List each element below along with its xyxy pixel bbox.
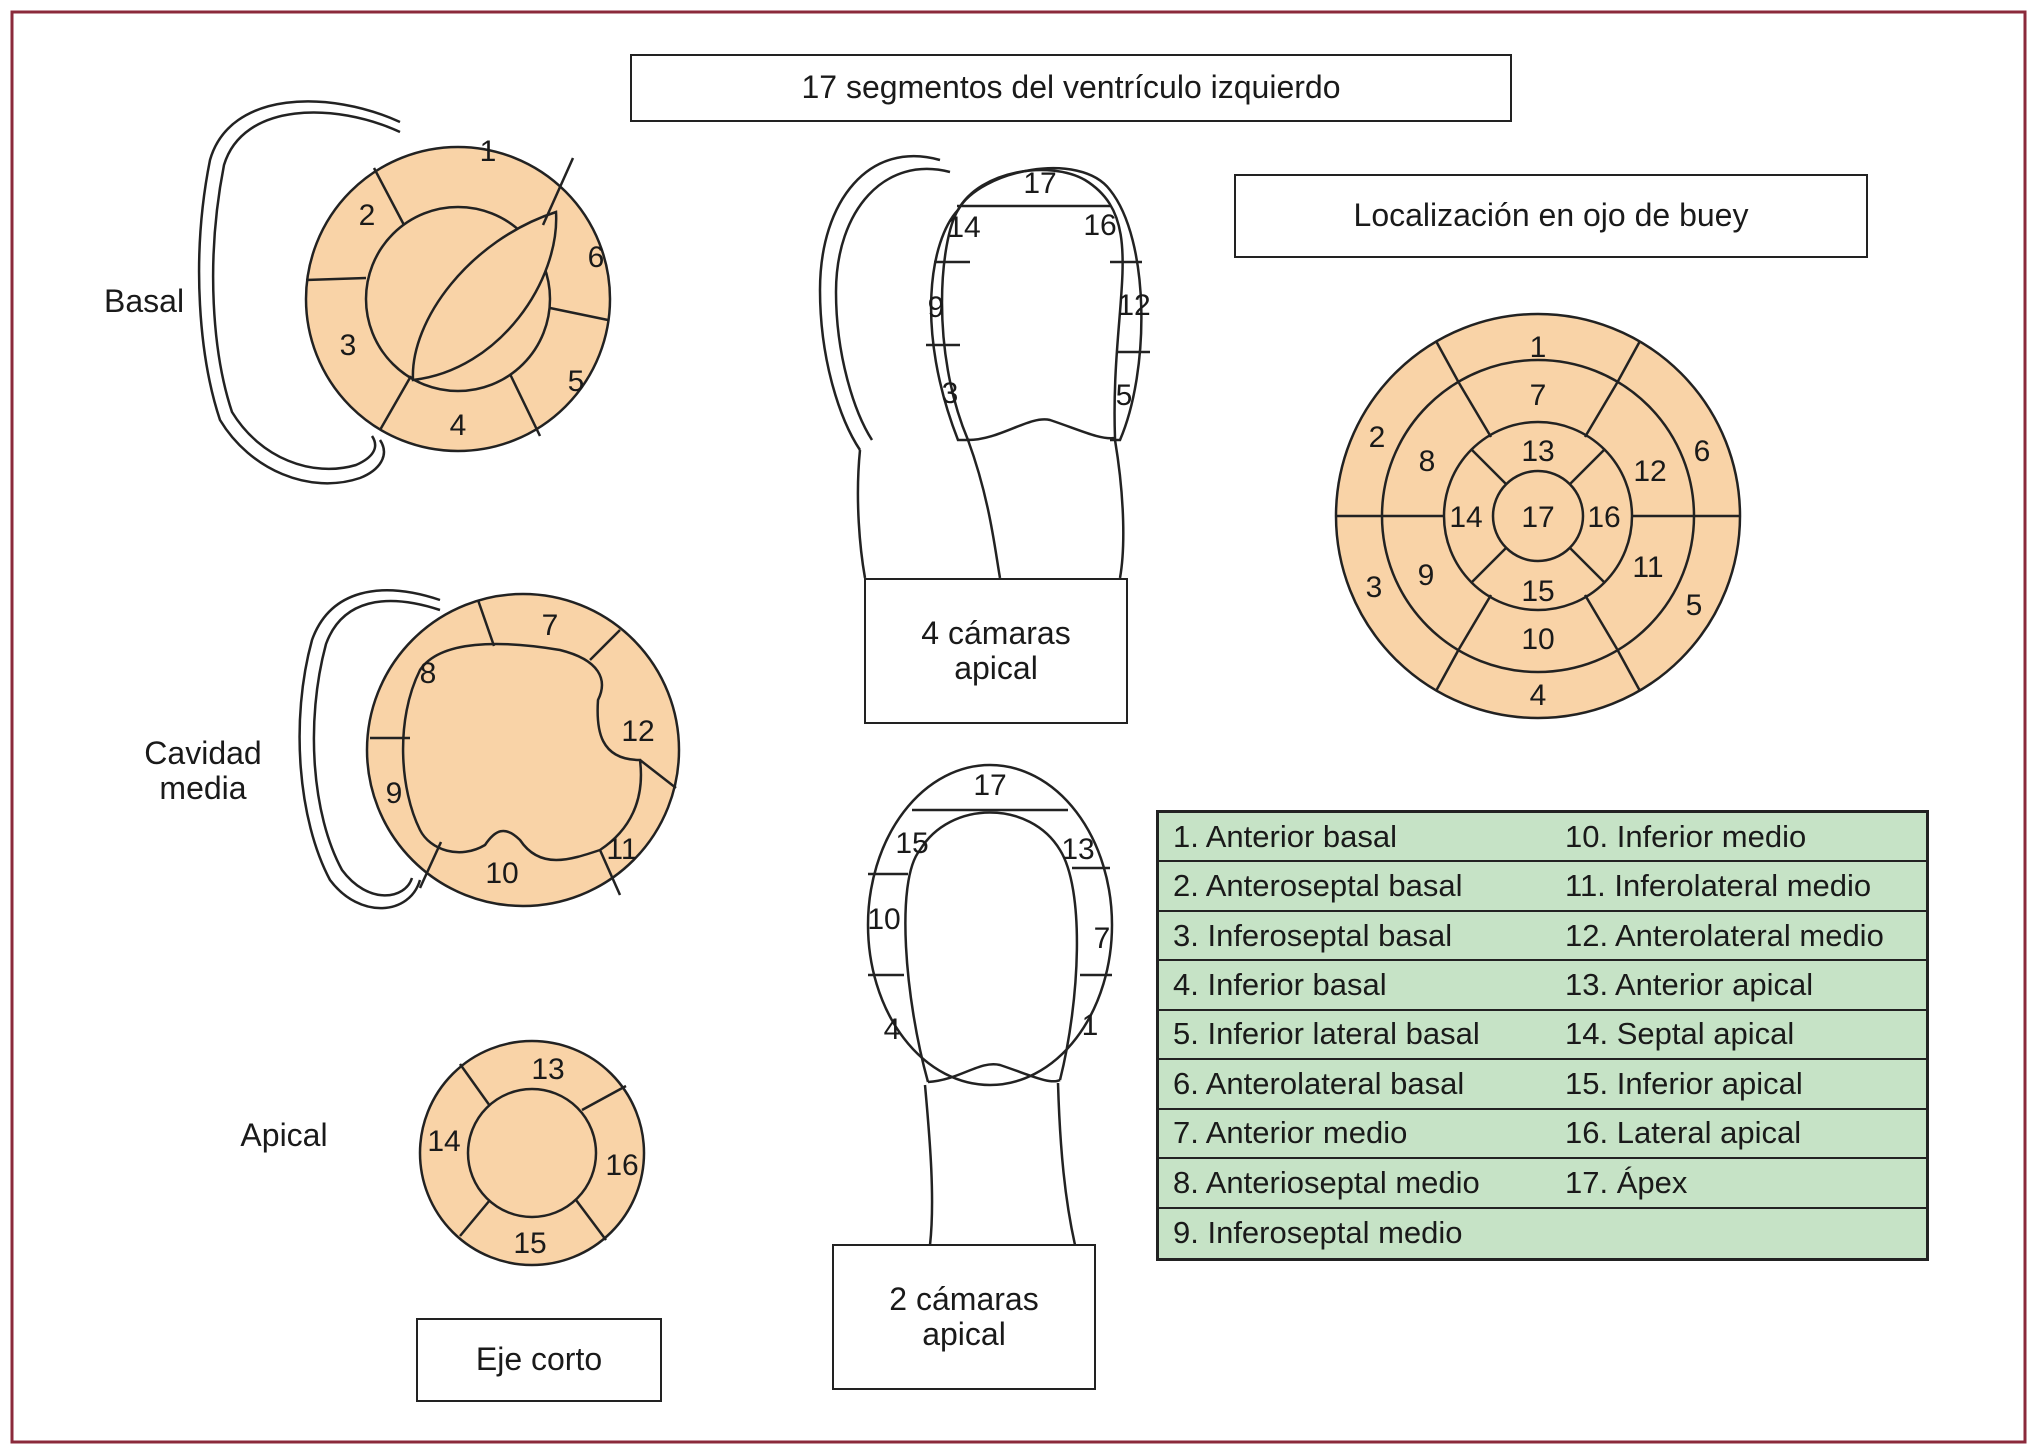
label-short-axis: Eje corto xyxy=(416,1318,662,1402)
two-chamber-view xyxy=(866,763,1114,1246)
segment-number-mid: 11 xyxy=(606,833,637,866)
legend-entry: 10. Inferior medio xyxy=(1551,813,1926,863)
segment-number-bullseye: 17 xyxy=(1521,501,1554,534)
segment-number-four_chamber: 16 xyxy=(1083,209,1116,242)
legend-entry: 15. Inferior apical xyxy=(1551,1060,1926,1110)
segment-number-apical: 13 xyxy=(531,1053,564,1086)
legend-entry: 6. Anterolateral basal xyxy=(1159,1060,1551,1110)
segment-number-four_chamber: 12 xyxy=(1117,289,1150,322)
segment-number-two_chamber: 7 xyxy=(1094,922,1111,955)
segment-number-basal: 1 xyxy=(480,135,497,168)
legend-entry: 17. Ápex xyxy=(1551,1159,1926,1209)
segment-number-two_chamber: 4 xyxy=(884,1013,901,1046)
outer-frame xyxy=(10,10,2027,1444)
legend-entry: 1. Anterior basal xyxy=(1159,813,1551,863)
segment-number-bullseye: 2 xyxy=(1369,421,1386,454)
segment-number-bullseye: 1 xyxy=(1530,331,1547,364)
segment-number-two_chamber: 15 xyxy=(895,827,928,860)
segment-number-basal: 4 xyxy=(450,409,467,442)
four-chamber-view xyxy=(818,154,1150,579)
segment-number-mid: 7 xyxy=(542,609,559,642)
segment-number-basal: 3 xyxy=(340,329,357,362)
segment-number-bullseye: 3 xyxy=(1366,571,1383,604)
segment-number-apical: 14 xyxy=(427,1125,460,1158)
segment-number-bullseye: 12 xyxy=(1633,455,1666,488)
segment-number-basal: 2 xyxy=(359,199,376,232)
legend-entry: 5. Inferior lateral basal xyxy=(1159,1011,1551,1061)
segment-number-two_chamber: 13 xyxy=(1061,833,1094,866)
legend-entry: 7. Anterior medio xyxy=(1159,1110,1551,1160)
mid-short-axis xyxy=(298,589,681,910)
segment-number-bullseye: 8 xyxy=(1419,445,1436,478)
legend-entry: 8. Anterioseptal medio xyxy=(1159,1159,1551,1209)
segment-number-bullseye: 5 xyxy=(1686,589,1703,622)
basal-short-axis xyxy=(197,100,612,485)
legend-entry: 4. Inferior basal xyxy=(1159,961,1551,1011)
segment-number-basal: 5 xyxy=(568,365,585,398)
segment-number-apical: 15 xyxy=(513,1227,546,1260)
segment-number-bullseye: 11 xyxy=(1632,551,1663,584)
segment-number-four_chamber: 14 xyxy=(947,211,980,244)
segment-number-mid: 8 xyxy=(420,657,437,690)
segment-number-two_chamber: 17 xyxy=(973,769,1006,802)
row-label-apical: Apical xyxy=(240,1117,328,1153)
segment-number-basal: 6 xyxy=(588,241,605,274)
row-label-mid: Cavidad media xyxy=(144,735,262,807)
label-four-chamber: 4 cámaras apical xyxy=(864,578,1128,724)
segment-number-bullseye: 6 xyxy=(1694,435,1711,468)
segment-number-bullseye: 15 xyxy=(1521,575,1554,608)
legend-entry: 16. Lateral apical xyxy=(1551,1110,1926,1160)
row-label-basal: Basal xyxy=(104,283,185,319)
segment-number-bullseye: 4 xyxy=(1530,679,1547,712)
segment-number-four_chamber: 5 xyxy=(1116,379,1133,412)
segment-number-mid: 9 xyxy=(386,777,403,810)
segment-number-two_chamber: 10 xyxy=(867,903,900,936)
segment-number-apical: 16 xyxy=(605,1149,638,1182)
segment-number-four_chamber: 9 xyxy=(928,291,945,324)
label-two-chamber: 2 cámaras apical xyxy=(832,1244,1096,1390)
legend-entry: 14. Septal apical xyxy=(1551,1011,1926,1061)
segment-number-four_chamber: 17 xyxy=(1023,167,1056,200)
segment-number-bullseye: 9 xyxy=(1418,559,1435,592)
segment-number-bullseye: 16 xyxy=(1587,501,1620,534)
segment-number-bullseye: 7 xyxy=(1530,379,1547,412)
legend-entry: 2. Anteroseptal basal xyxy=(1159,862,1551,912)
segment-number-two_chamber: 1 xyxy=(1082,1009,1099,1042)
legend-entry: 3. Inferoseptal basal xyxy=(1159,912,1551,962)
segment-number-mid: 10 xyxy=(485,857,518,890)
legend-entry: 11. Inferolateral medio xyxy=(1551,862,1926,912)
segment-number-bullseye: 14 xyxy=(1449,501,1482,534)
segment-number-mid: 12 xyxy=(621,715,654,748)
bullseye-plot xyxy=(1334,312,1742,720)
apical-short-axis xyxy=(418,1039,646,1267)
bullseye-title: Localización en ojo de buey xyxy=(1234,174,1868,258)
legend-entry xyxy=(1551,1209,1926,1258)
segment-number-bullseye: 13 xyxy=(1521,435,1554,468)
segment-number-bullseye: 10 xyxy=(1521,623,1554,656)
diagram-title: 17 segmentos del ventrículo izquierdo xyxy=(630,54,1512,122)
segment-number-four_chamber: 3 xyxy=(942,377,959,410)
legend-entry: 13. Anterior apical xyxy=(1551,961,1926,1011)
legend-entry: 9. Inferoseptal medio xyxy=(1173,1215,1463,1251)
legend-entry: 12. Anterolateral medio xyxy=(1551,912,1926,962)
